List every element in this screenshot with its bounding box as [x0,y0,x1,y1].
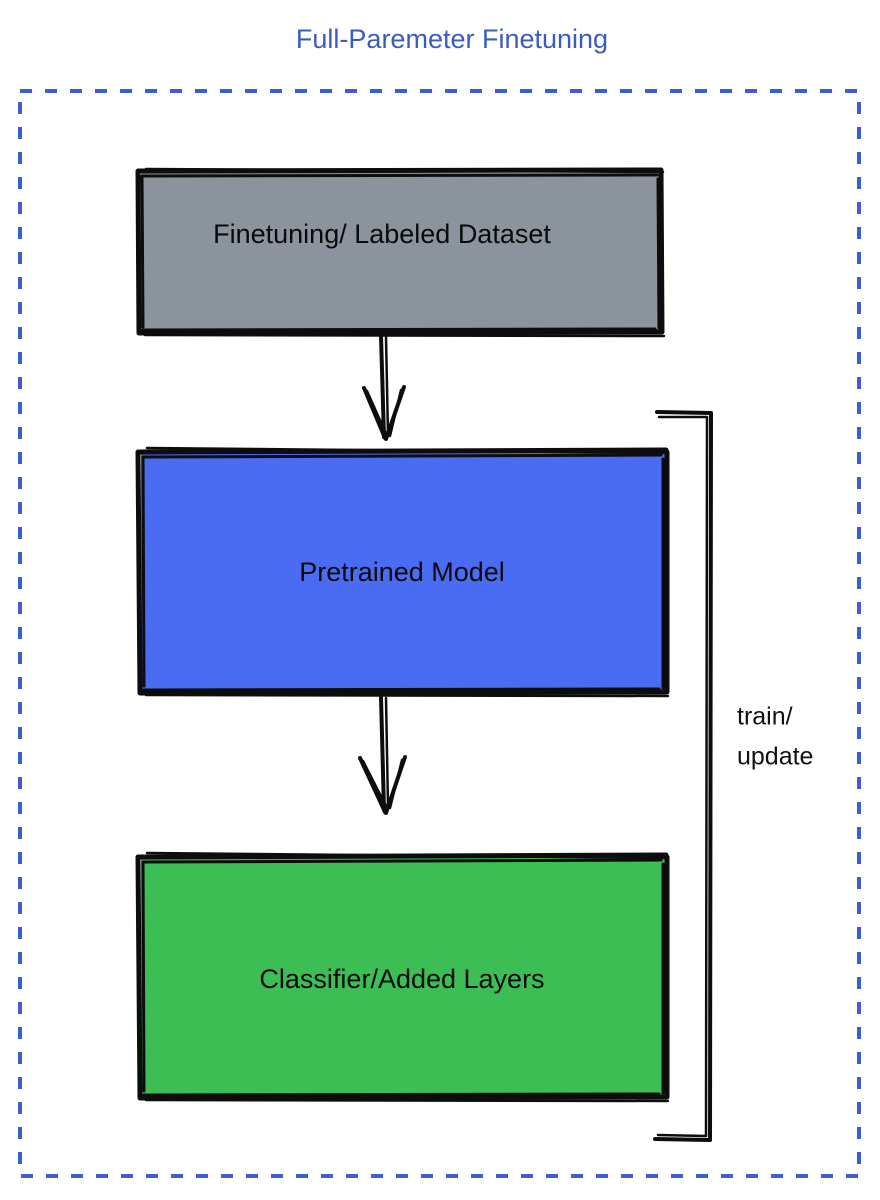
node-classifier-outline-b [141,858,665,1097]
edge-1-shaft-a [379,334,386,439]
edge-1-head-double [365,388,403,438]
node-dataset[interactable]: Finetuning/ Labeled Dataset [135,167,666,338]
feedback-label-line2: update [737,743,813,771]
node-dataset-outline-c [143,167,666,338]
node-pretrained-outline-c [144,446,670,698]
edge-feedback-bracket: train/ update [653,410,813,1142]
feedback-bracket-path-a [653,410,713,1142]
node-dataset-outline-b [140,173,661,332]
edge-2-shaft-b [384,696,390,808]
node-pretrained[interactable]: Pretrained Model [135,446,670,698]
edge-1-head-left [362,386,387,440]
edge-dataset-to-pretrained [362,334,406,441]
node-classifier-outline-c [144,851,670,1103]
node-classifier-label: Classifier/Added Layers [259,964,544,994]
node-dataset-fill [141,173,660,331]
node-dataset-label: Finetuning/ Labeled Dataset [213,219,551,249]
feedback-label-line1: train/ [737,703,793,731]
edge-2-head-left [358,756,387,814]
node-classifier-fill [141,858,665,1096]
dashed-boundary [18,89,861,1178]
edge-2-head-double [361,758,404,810]
node-classifier[interactable]: Classifier/Added Layers [135,851,670,1103]
node-pretrained-label: Pretrained Model [299,557,505,587]
edge-pretrained-to-classifier [358,695,407,815]
node-pretrained-fill [141,453,665,691]
edge-1-shaft-b [384,335,390,437]
page-title: Full-Paremeter Finetuning [296,24,608,54]
feedback-bracket-path-b [656,415,709,1138]
node-pretrained-outline-b [141,453,665,692]
edge-2-shaft-a [379,695,386,812]
